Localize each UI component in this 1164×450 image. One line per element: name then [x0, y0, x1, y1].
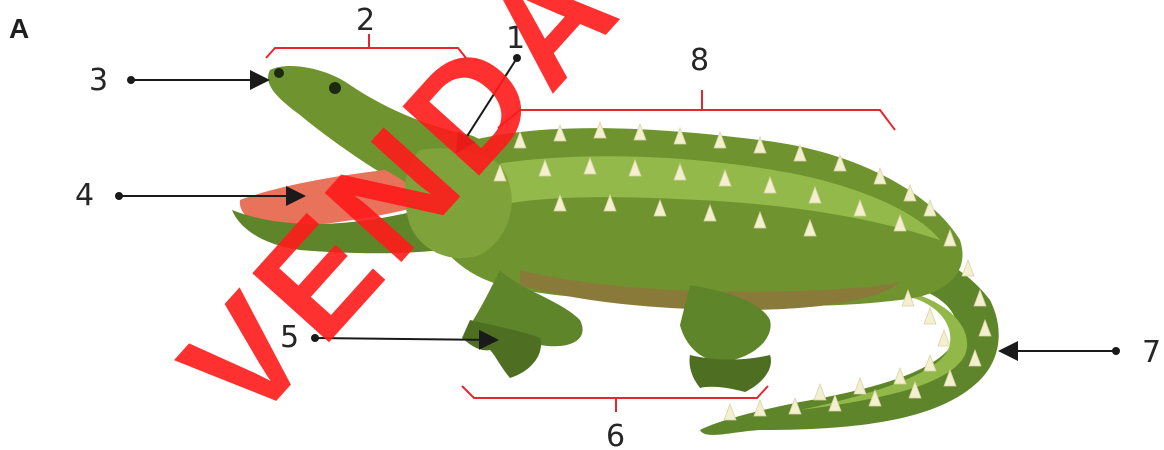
spike [924, 308, 936, 324]
panel-letter: A [9, 13, 29, 44]
label-2: 2 [356, 3, 375, 38]
spike [724, 404, 736, 420]
spike [938, 330, 950, 346]
spike [854, 378, 866, 394]
label-3: 3 [89, 63, 108, 98]
crocodile-back-foot [689, 355, 770, 392]
bracket-6 [462, 386, 768, 412]
label-7: 7 [1142, 335, 1161, 370]
crocodile-nostril [274, 68, 284, 78]
spike [894, 368, 906, 384]
label-6: 6 [606, 419, 625, 450]
label-8: 8 [690, 43, 709, 78]
spike [962, 260, 974, 276]
spike [814, 384, 826, 400]
crocodile-eye [329, 82, 341, 94]
label-4: 4 [75, 178, 94, 213]
spike [754, 400, 766, 416]
